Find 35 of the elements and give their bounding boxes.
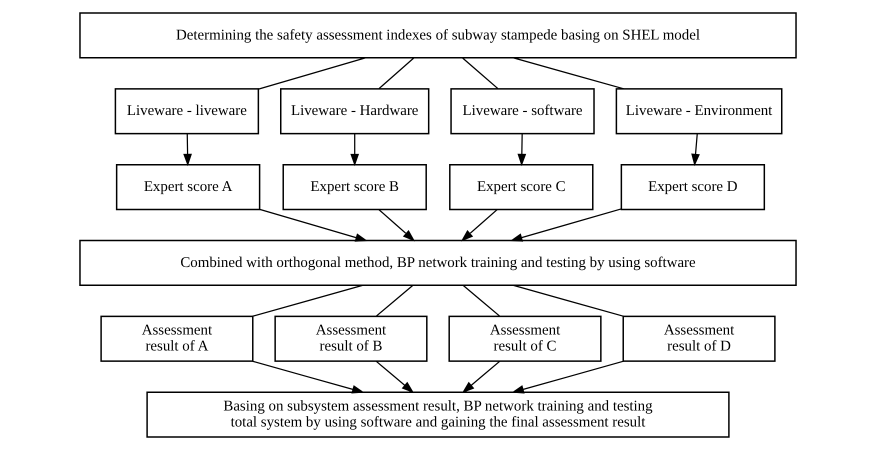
connector [258,57,366,90]
arrow [460,209,498,242]
arrow [510,208,622,242]
node-box: Assessment result of A [100,316,254,362]
connector [462,57,498,90]
node-box: Expert score D [620,164,766,210]
arrow [350,134,360,166]
arrow [252,360,364,394]
arrow [512,360,624,394]
node-box: Liveware - liveware [114,88,260,134]
connector [376,284,414,317]
arrow [260,208,368,242]
connector [378,57,414,90]
node-box: Assessment result of B [274,316,428,362]
connector [513,284,624,317]
arrow [691,134,700,166]
connector [252,284,363,317]
arrow [376,360,414,394]
connector [462,284,500,317]
node-box: Assessment result of D [622,316,776,362]
node-box: Expert score C [449,164,594,210]
node-box: Liveware - Hardware [280,88,430,134]
arrow [462,360,500,394]
arrow [378,209,416,242]
node-box: Basing on subsystem assessment result, BP network training and testing total system by using software and gaining the final assessment result [146,391,730,438]
arrow [517,134,526,166]
node-box: Determining the safety assessment indexes of subway stampede basing on SHEL model [79,12,797,59]
node-box: Expert score A [116,164,260,210]
node-box: Liveware - Environment [616,88,782,134]
node-box: Combined with orthogonal method, BP network training and testing by using software [79,240,797,286]
connector [513,57,624,90]
node-box: Assessment result of C [448,316,602,362]
arrow [183,134,192,166]
node-box: Expert score B [282,164,427,210]
node-box: Liveware - software [450,88,595,134]
